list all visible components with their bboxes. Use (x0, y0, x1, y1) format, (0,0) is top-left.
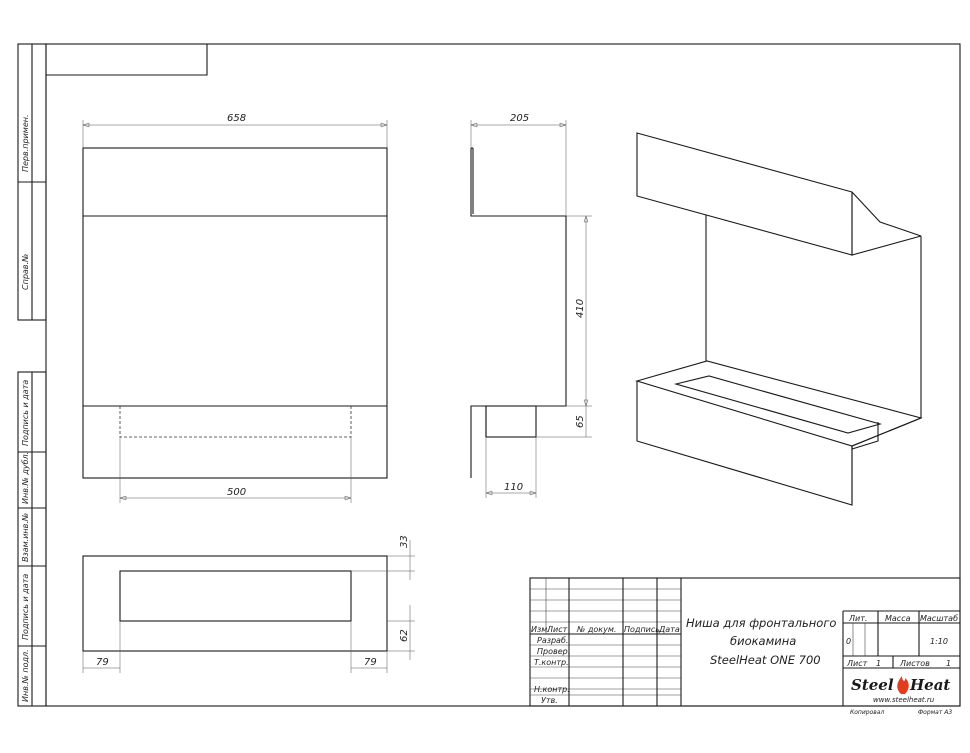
tb-scale-value: 1:10 (930, 637, 948, 646)
tb-header-list: Лист (546, 625, 568, 634)
tb-masshtab-label: Масштаб (920, 614, 958, 623)
tb-sheets-label: Листов (899, 659, 930, 668)
side-label-podpis-1: Подпись и дата (21, 380, 30, 446)
tb-nkontr: Н.контр. (534, 685, 570, 694)
tb-title-line2: биокамина (730, 634, 796, 648)
side-label-inv-dubl: Инв.№ дубл. (21, 452, 30, 504)
logo-website: www.steelheat.ru (873, 696, 935, 704)
tb-utv: Утв. (541, 696, 558, 705)
isometric-view (635, 132, 923, 506)
side-label-inv-podl: Инв.№ подл. (21, 649, 30, 702)
dim-side-bottom: 65 (575, 415, 586, 428)
tb-tkontr: Т.контр. (534, 658, 569, 667)
dim-front-width: 658 (227, 113, 246, 124)
front-view: 658 500 (82, 113, 388, 503)
title-block: Изм. Лист № докум. Подпись Дата Разраб. … (529, 577, 961, 707)
tb-lit-label: Лит. (848, 614, 867, 623)
dim-top-margin: 33 (399, 535, 410, 548)
dim-side-height: 410 (575, 299, 586, 318)
logo-flame-icon (897, 676, 909, 694)
tb-header-izm: Изм. (531, 625, 550, 634)
footer-format: Формат A3 (918, 709, 952, 716)
tb-lit-value: 0 (846, 637, 851, 646)
tb-sheets-value: 1 (946, 659, 951, 668)
dim-top-depth: 62 (399, 629, 410, 642)
dim-side-depth: 205 (510, 113, 529, 124)
tb-sheet-value: 1 (876, 659, 881, 668)
tb-razrab: Разраб. (537, 636, 568, 645)
drawing-frame (45, 43, 961, 707)
logo-steel: Steel (851, 676, 894, 694)
side-label-vzam-inv: Взам.инв.№ (21, 513, 30, 562)
side-strip: Перв.примен. Справ.№ Подпись и дата Инв.… (17, 43, 47, 707)
top-view: 33 62 79 79 (82, 535, 415, 673)
tb-prover: Провер. (537, 647, 570, 656)
tb-sheet-label: Лист (846, 659, 868, 668)
footer-kopiroval: Копировал (850, 709, 884, 716)
side-label-podpis-2: Подпись и дата (21, 574, 30, 640)
side-view: 205 410 65 110 (470, 113, 592, 498)
tb-massa-label: Масса (885, 614, 911, 623)
tb-header-podpis: Подпись (624, 625, 660, 634)
dim-side-base: 110 (504, 482, 523, 493)
tb-title-line3: SteelHeat ONE 700 (710, 653, 821, 667)
tb-title-line1: Ниша для фронтального (686, 616, 836, 630)
corner-stamp-box (46, 44, 208, 76)
side-label-sprav: Справ.№ (21, 254, 30, 290)
side-label-perv-primen: Перв.примен. (21, 114, 30, 172)
tb-header-data: Дата (658, 625, 680, 634)
dim-front-opening: 500 (227, 487, 246, 498)
logo-heat: Heat (909, 676, 950, 694)
tb-header-dokum: № докум. (576, 625, 616, 634)
dim-top-right: 79 (364, 657, 377, 668)
dim-top-left: 79 (96, 657, 109, 668)
